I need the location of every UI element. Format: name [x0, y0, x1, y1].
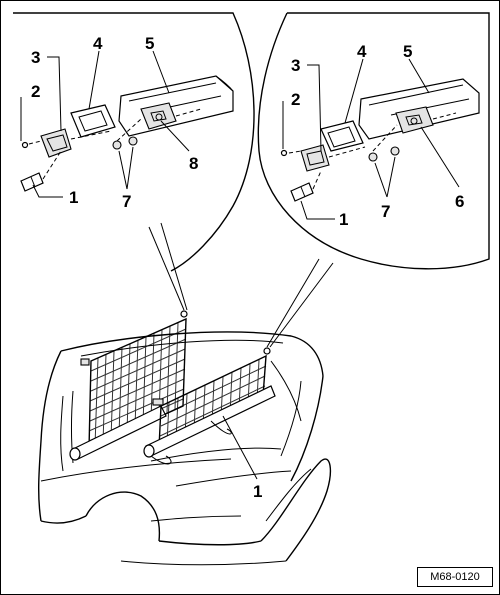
callout-3-left: 3 [31, 48, 40, 67]
figure-reference-code: M68-0120 [417, 567, 493, 587]
callout-5-right: 5 [403, 42, 412, 61]
car-rear-view [37, 331, 332, 566]
luggage-net-right [143, 354, 276, 465]
callout-5-left: 5 [145, 34, 154, 53]
main-callout-leader [222, 415, 258, 480]
callout-4-right: 4 [357, 42, 367, 61]
callout-7-left: 7 [122, 192, 131, 211]
luggage-net-left [69, 317, 187, 461]
left-callout-leaders [20, 50, 190, 198]
right-callout-leaders [282, 58, 460, 220]
callout-2-left: 2 [31, 82, 40, 101]
callout-3-right: 3 [291, 56, 300, 75]
callout-1-left: 1 [69, 188, 78, 207]
callout-labels-left: 3 4 5 2 8 7 1 [31, 34, 198, 211]
callout-1-main: 1 [253, 482, 262, 501]
callout-7-right: 7 [381, 202, 390, 221]
callout-6-right: 6 [455, 192, 464, 211]
callout-labels-right: 3 4 5 2 6 7 1 [291, 42, 464, 229]
detail-view-right [257, 12, 490, 348]
callout-8-left: 8 [189, 154, 198, 173]
callout-4-left: 4 [93, 34, 103, 53]
callout-2-right: 2 [291, 90, 300, 109]
callout-1-right: 1 [339, 210, 348, 229]
detail-view-left [13, 12, 255, 311]
